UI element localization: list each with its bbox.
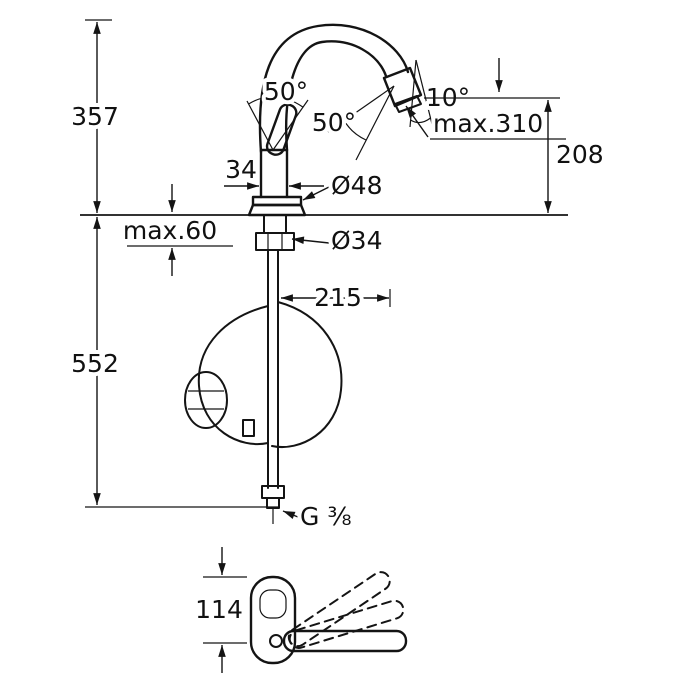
max-deck-thickness-label: max.60 — [123, 216, 217, 245]
angle-lever-swing: 50° — [246, 73, 312, 151]
angle-arc — [343, 119, 367, 141]
angle-arc — [410, 117, 431, 124]
dim-lever-width: 34 — [221, 151, 324, 190]
thread-size-label: G ³⁄₈ — [300, 502, 352, 531]
hose-connector — [261, 485, 285, 499]
dim-base-diameter: Ø48 — [302, 167, 387, 204]
spout-inner-curve — [285, 40, 388, 152]
top-view-spout-detail — [259, 589, 287, 619]
mounting-nut — [255, 232, 295, 251]
top-view-depth-label: 114 — [195, 595, 243, 624]
leader-arrow — [291, 236, 330, 245]
height-above-deck-label: 357 — [71, 102, 119, 131]
leader-arrow — [405, 105, 429, 138]
top-view-lever-solid — [282, 629, 408, 653]
length-below-deck-label: 552 — [71, 349, 119, 378]
top-view-lever-swing-position-2 — [287, 571, 391, 648]
max-spout-height-label: max.310 — [433, 109, 543, 138]
dim-hose-projection: 215 — [281, 279, 391, 316]
dim-max-deck-thickness: max.60 — [119, 184, 233, 276]
dim-thread-size: G ³⁄₈ — [282, 498, 356, 535]
dim-max-spout-height: max.310 — [405, 58, 566, 142]
escutcheon-base — [247, 203, 307, 217]
lever-handle — [265, 103, 298, 156]
outlet-to-deck-label: 208 — [556, 140, 604, 169]
top-view-pivot — [269, 634, 283, 648]
supply-hose-right-loop — [271, 301, 343, 448]
angle-arc — [248, 96, 304, 108]
spout-swivel-angle-label: 50° — [312, 108, 356, 137]
base-diameter-label: Ø48 — [331, 171, 383, 200]
dim-outlet-to-deck: 208 — [424, 97, 608, 213]
hose-weight — [184, 371, 228, 429]
lever-swing-angle-label: 50° — [264, 77, 308, 106]
spout-outer-curve — [258, 23, 410, 154]
spout-head — [382, 66, 423, 108]
dim-top-view-depth: 114 — [191, 547, 247, 673]
mounting-shank — [263, 214, 287, 234]
hose-projection-label: 215 — [314, 283, 362, 312]
dim-hole-diameter: Ø34 — [291, 222, 387, 259]
angle-leg — [327, 85, 395, 133]
supply-hose-left-loop — [197, 305, 269, 446]
angle-leg — [272, 99, 309, 151]
angle-spout-swivel: 50° — [308, 85, 395, 161]
top-view-body — [249, 575, 297, 665]
hole-diameter-label: Ø34 — [331, 226, 383, 255]
faucet-top-view — [249, 571, 408, 665]
dim-height-above-deck: 357 — [67, 19, 123, 213]
angle-leg — [415, 59, 433, 125]
angle-leg — [246, 100, 274, 151]
lever-width-label: 34 — [225, 155, 257, 184]
hose-fitting — [242, 419, 255, 437]
angle-leg — [355, 85, 395, 161]
dim-length-below-deck: 552 — [67, 217, 278, 508]
leader-arrow — [282, 510, 299, 519]
spout-aerator — [394, 95, 422, 113]
leader-arrow — [302, 186, 330, 201]
